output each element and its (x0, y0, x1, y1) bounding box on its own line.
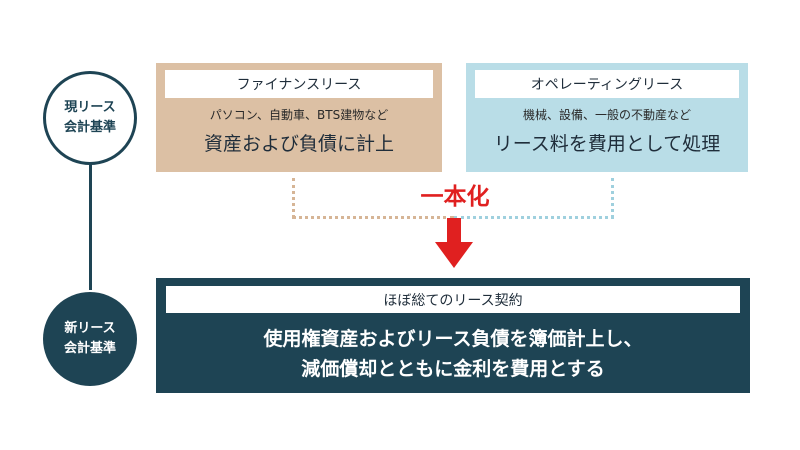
new-lease-treatment-line1: 使用権資産およびリース負債を簿価計上し、 (263, 328, 643, 350)
down-arrow-icon (435, 218, 473, 268)
finance-lease-title: ファイナンスリース (165, 70, 433, 98)
current-standard-circle: 現リース 会計基準 (43, 71, 137, 165)
new-standard-label-line2: 会計基準 (63, 341, 116, 356)
timeline-connector (89, 150, 92, 290)
operating-lease-title: オペレーティングリース (475, 70, 739, 98)
operating-lease-examples: 機械、設備、一般の不動産など (522, 108, 691, 122)
operating-lease-box: オペレーティングリース 機械、設備、一般の不動産など リース料を費用として処理 (466, 63, 748, 172)
new-lease-title: ほぼ総てのリース契約 (166, 286, 740, 313)
new-standard-circle: 新リース 会計基準 (43, 292, 137, 386)
finance-lease-treatment: 資産および負債に計上 (203, 133, 394, 155)
operating-merge-line-vertical (611, 178, 614, 218)
finance-lease-examples: パソコン、自動車、BTS建物など (209, 108, 389, 122)
new-lease-box: ほぼ総てのリース契約 使用権資産およびリース負債を簿価計上し、 減価償却とともに… (156, 278, 750, 393)
current-standard-label-line1: 現リース (64, 100, 116, 115)
new-lease-treatment-line2: 減価償却とともに金利を費用とする (301, 358, 605, 380)
finance-lease-box: ファイナンスリース パソコン、自動車、BTS建物など 資産および負債に計上 (156, 63, 442, 172)
new-standard-label-line1: 新リース (64, 321, 116, 336)
finance-merge-line-horizontal (292, 216, 454, 219)
current-standard-label-line2: 会計基準 (63, 120, 116, 135)
operating-lease-treatment: リース料を費用として処理 (493, 133, 721, 155)
operating-merge-line-horizontal (454, 216, 614, 219)
finance-merge-line-vertical (292, 178, 295, 218)
unification-label: 一本化 (400, 182, 510, 212)
new-lease-treatment: 使用権資産およびリース負債を簿価計上し、 減価償却とともに金利を費用とする (156, 324, 750, 384)
